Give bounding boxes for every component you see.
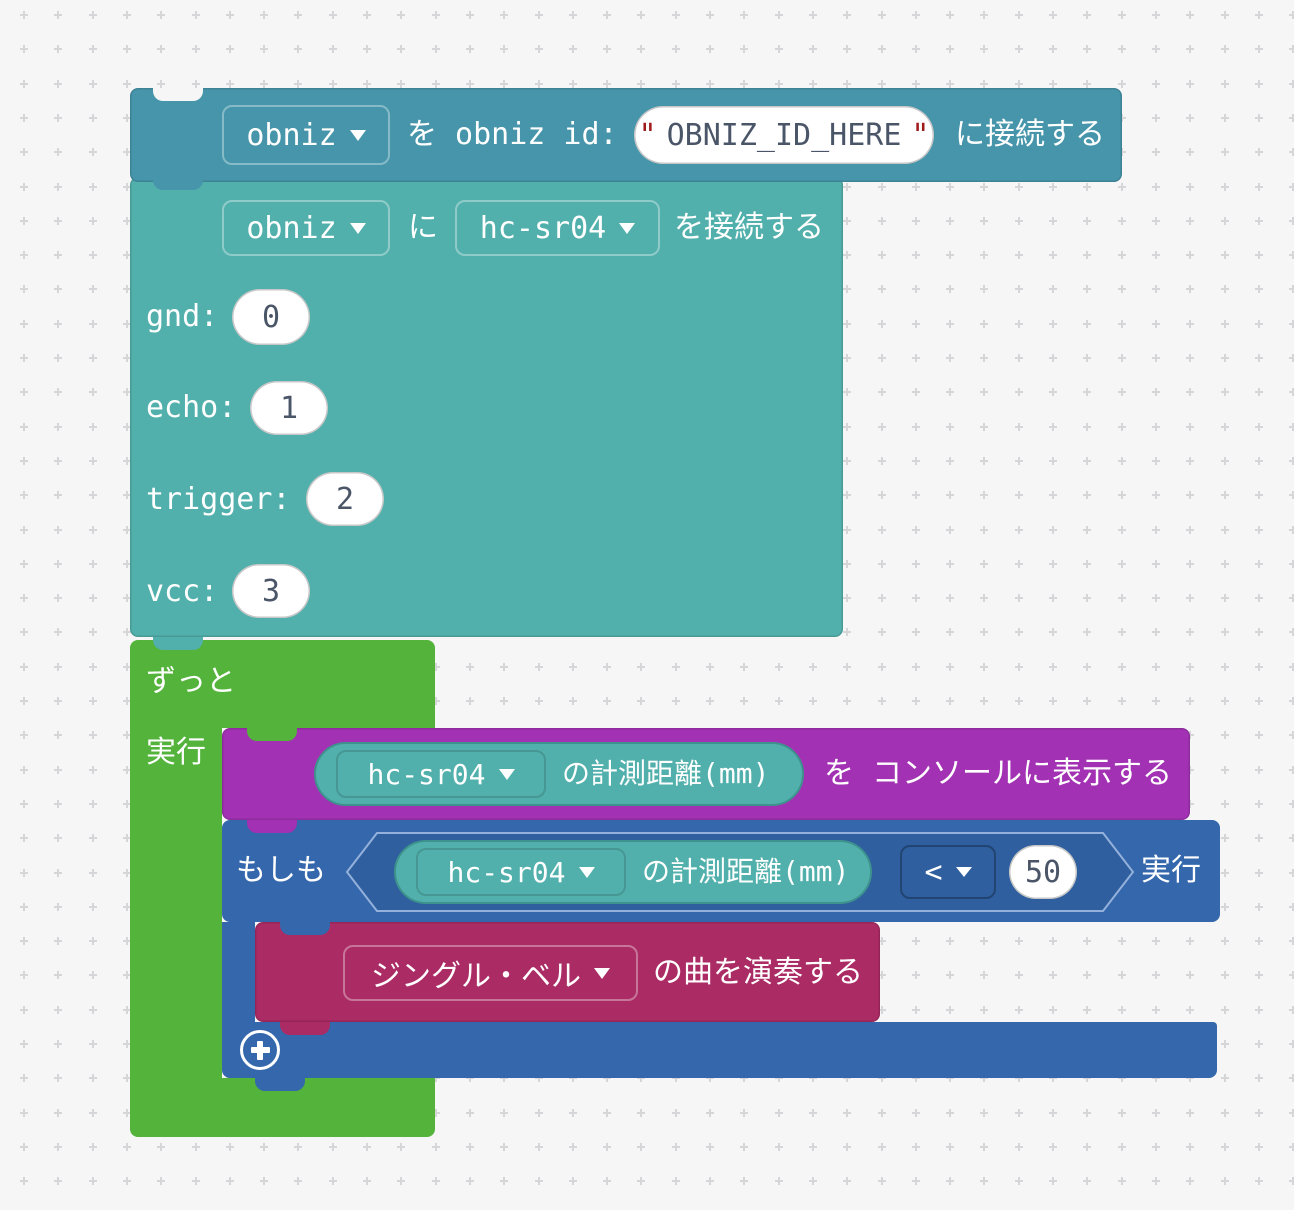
stack-tab xyxy=(280,1022,330,1035)
connect-label: を接続する xyxy=(674,210,824,245)
trigger-label: trigger: xyxy=(146,482,291,517)
stack-tab xyxy=(153,637,203,650)
dropdown-arrow-icon xyxy=(619,222,636,234)
dropdown-arrow-icon xyxy=(349,222,366,234)
dropdown-arrow-icon xyxy=(594,967,610,979)
gnd-field[interactable]: 0 xyxy=(232,289,310,345)
obniz-id-label: を obniz id: xyxy=(407,117,618,152)
trigger-value: 2 xyxy=(335,481,355,517)
song-dropdown-value: ジングル・ベル xyxy=(371,959,581,994)
if-do-label: 実行 xyxy=(1141,853,1201,888)
echo-label: echo: xyxy=(146,390,237,425)
operator-dropdown[interactable]: < xyxy=(900,845,996,899)
connect-label: に接続する xyxy=(955,117,1105,152)
parts-dropdown-value: hc-sr04 xyxy=(479,210,607,246)
play-song-label: の曲を演奏する xyxy=(653,955,863,990)
gnd-value: 0 xyxy=(261,299,281,335)
stack-tab xyxy=(255,1078,305,1091)
parts-dropdown[interactable]: hc-sr04 xyxy=(455,200,660,256)
hcsr04-setup-block[interactable]: obniz に hc-sr04 を接続する gnd: 0 echo: 1 tri… xyxy=(130,177,843,637)
gnd-label: gnd: xyxy=(146,299,219,334)
sensor-distance-block[interactable]: hc-sr04 の計測距離(mm) xyxy=(394,840,872,904)
ni-label: に xyxy=(408,210,438,245)
obniz-dropdown-value: obniz xyxy=(246,210,337,246)
dropdown-arrow-icon xyxy=(578,866,595,878)
print-console-block[interactable]: hc-sr04 の計測距離(mm) を コンソールに表示する xyxy=(222,728,1190,820)
sensor-dropdown-value: hc-sr04 xyxy=(447,855,566,889)
compare-value: 50 xyxy=(1024,854,1062,890)
if-block-foot[interactable] xyxy=(222,1022,1217,1078)
echo-value: 1 xyxy=(279,390,299,426)
print-label: を コンソールに表示する xyxy=(824,756,1173,791)
obniz-id-field[interactable]: " OBNIZ_ID_HERE " xyxy=(634,106,934,164)
distance-label: の計測距離(mm) xyxy=(642,855,850,888)
slot-tab xyxy=(280,922,330,935)
vcc-field[interactable]: 3 xyxy=(232,564,310,618)
distance-label: の計測距離(mm) xyxy=(562,757,770,790)
compare-value-field[interactable]: 50 xyxy=(1009,845,1077,899)
sensor-dropdown-value: hc-sr04 xyxy=(367,757,486,791)
trigger-field[interactable]: 2 xyxy=(306,472,384,526)
top-notch xyxy=(153,88,203,101)
stack-tab xyxy=(153,177,203,190)
vcc-label: vcc: xyxy=(146,574,219,609)
if-block[interactable]: もしも hc-sr04 の計測距離(mm) < 50 実行 xyxy=(222,820,1220,922)
forever-do-label: 実行 xyxy=(146,735,206,770)
play-song-block[interactable]: ジングル・ベル の曲を演奏する xyxy=(255,922,880,1022)
forever-block[interactable]: ずっと xyxy=(130,640,435,728)
sensor-dropdown[interactable]: hc-sr04 xyxy=(416,848,626,896)
dropdown-arrow-icon xyxy=(349,129,366,141)
slot-tab xyxy=(247,728,297,741)
sensor-distance-block[interactable]: hc-sr04 の計測距離(mm) xyxy=(314,742,804,806)
add-condition-icon[interactable] xyxy=(240,1030,280,1070)
obniz-id-value: OBNIZ_ID_HERE xyxy=(666,117,902,153)
echo-field[interactable]: 1 xyxy=(250,381,328,435)
operator-value: < xyxy=(924,854,943,890)
dropdown-arrow-icon xyxy=(498,768,515,780)
forever-label: ずっと xyxy=(146,664,236,699)
obniz-dropdown[interactable]: obniz xyxy=(222,105,390,165)
quote-close: " xyxy=(911,117,930,153)
forever-block-spine[interactable]: 実行 xyxy=(130,728,222,1078)
vcc-value: 3 xyxy=(261,573,281,609)
stack-tab xyxy=(247,820,297,833)
song-dropdown[interactable]: ジングル・ベル xyxy=(343,945,638,1001)
sensor-dropdown[interactable]: hc-sr04 xyxy=(336,750,546,798)
quote-open: " xyxy=(638,117,657,153)
obniz-dropdown[interactable]: obniz xyxy=(222,200,390,256)
dropdown-arrow-icon xyxy=(955,867,972,877)
obniz-dropdown-value: obniz xyxy=(246,117,337,153)
if-label: もしも xyxy=(236,853,326,888)
if-block-spine[interactable] xyxy=(222,922,255,1022)
obniz-connect-block[interactable]: obniz を obniz id: " OBNIZ_ID_HERE " に接続す… xyxy=(130,88,1122,182)
